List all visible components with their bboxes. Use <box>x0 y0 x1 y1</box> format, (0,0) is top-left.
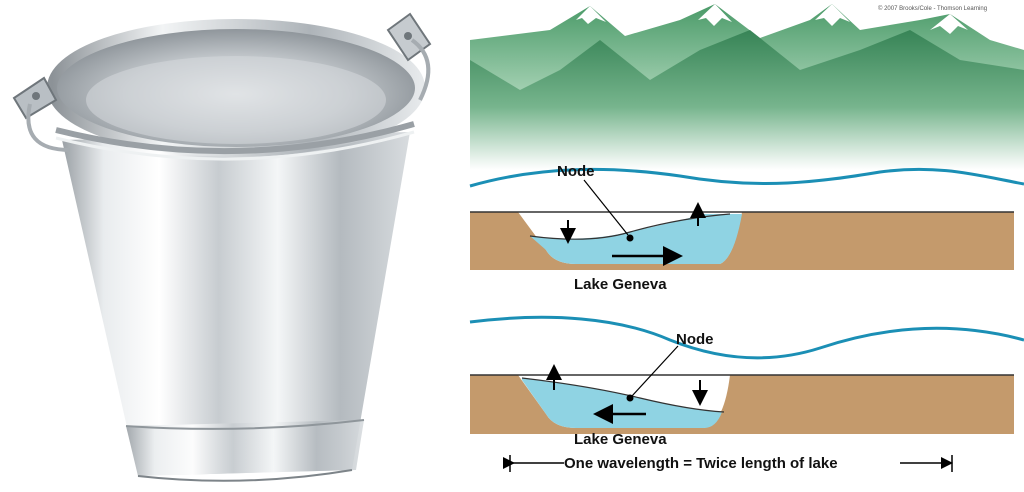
lower-node-point <box>626 394 634 402</box>
upper-wave-line <box>469 167 1024 188</box>
upper-lake-water <box>530 214 742 264</box>
copyright-text: © 2007 Brooks/Cole - Thomson Learning <box>878 5 987 12</box>
lower-wave-line <box>469 315 1024 360</box>
lower-lake-label: Lake Geneva <box>574 431 667 448</box>
wavelength-label: One wavelength = Twice length of lake <box>564 455 838 472</box>
upper-ground <box>470 212 1014 270</box>
handle-wire <box>26 103 71 152</box>
lower-node-label: Node <box>676 331 714 348</box>
upper-node-point <box>626 234 634 242</box>
seiche-diagram: © 2007 Brooks/Cole - Thomson Learning No… <box>460 0 1024 492</box>
lower-ground <box>470 375 1014 434</box>
lower-lake-water <box>522 378 722 428</box>
bucket-body <box>62 132 410 476</box>
bucket-icon <box>12 12 432 482</box>
bucket-image <box>0 0 460 492</box>
mountain-range <box>470 4 1024 170</box>
upper-lake-label: Lake Geneva <box>574 276 667 293</box>
upper-node-label: Node <box>557 163 595 180</box>
handle-ear-left <box>12 76 58 120</box>
